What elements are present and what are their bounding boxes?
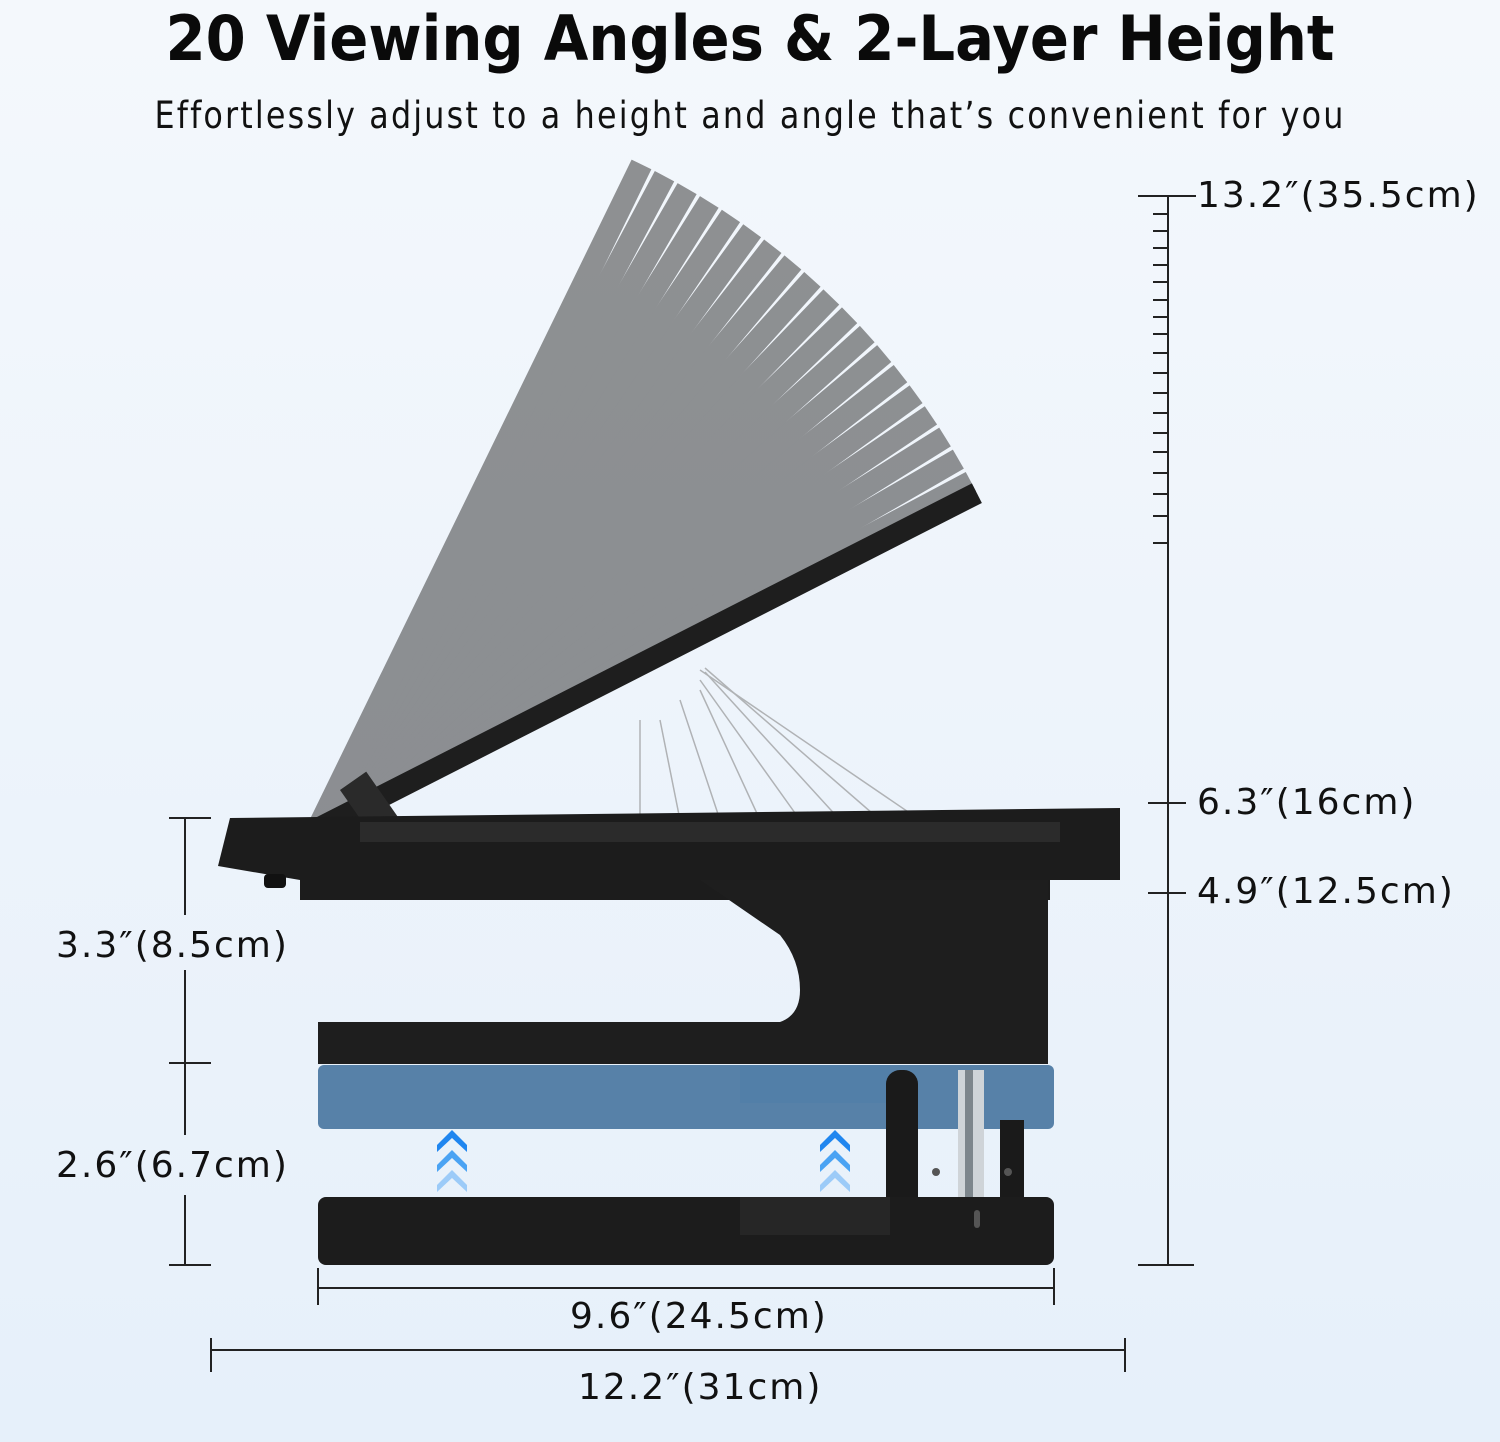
main-panel	[312, 483, 982, 839]
lower-layer-lift-label: 2.6″(6.7cm)	[56, 1145, 289, 1186]
page-subtitle: Effortlessly adjust to a height and angl…	[154, 94, 1346, 137]
hinge-legs	[886, 1070, 1024, 1230]
angle-panels-fan	[307, 159, 977, 839]
total-width-label: 12.2″(31cm)	[578, 1367, 823, 1408]
upper-tray	[218, 808, 1120, 900]
lift-arrow-right-icon	[820, 1130, 850, 1192]
lift-arrow-left-icon	[437, 1130, 467, 1192]
base-width-label: 9.6″(24.5cm)	[570, 1296, 828, 1337]
page-title: 20 Viewing Angles & 2-Layer Height	[165, 2, 1335, 75]
panel-height-base-label: 4.9″(12.5cm)	[1197, 871, 1455, 912]
upper-layer-riser	[318, 880, 1048, 1064]
lower-base	[318, 1197, 1054, 1265]
max-height-label: 13.2″(35.5cm)	[1197, 175, 1480, 216]
height-ruler	[1138, 195, 1196, 1266]
panel-height-raised-label: 6.3″(16cm)	[1197, 782, 1417, 823]
raised-layer	[318, 1065, 1054, 1129]
layer-height-ruler	[169, 817, 211, 1266]
width-rulers	[210, 1268, 1126, 1372]
upper-layer-height-label: 3.3″(8.5cm)	[56, 925, 289, 966]
support-struts	[639, 667, 921, 821]
